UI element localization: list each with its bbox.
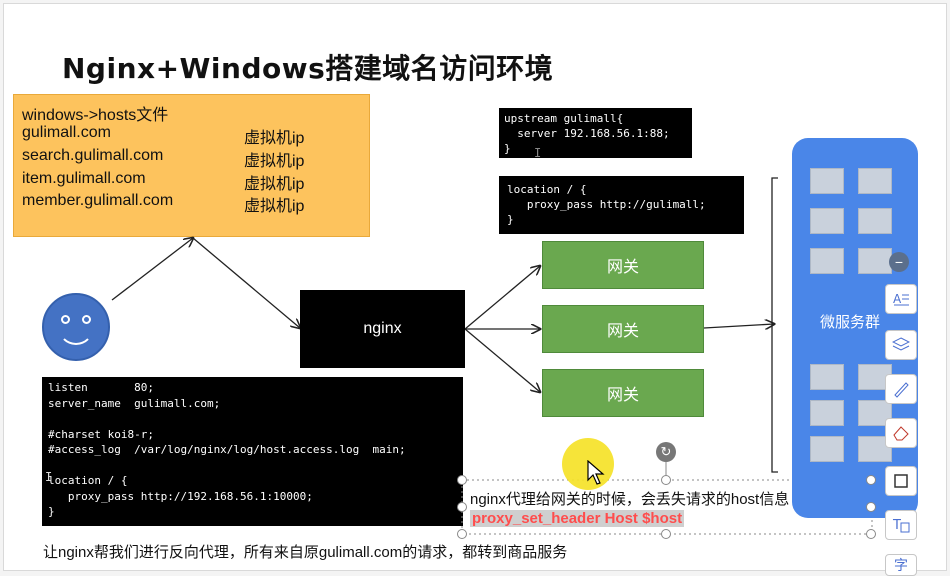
hosts-entry-domain: gulimall.com [22,124,111,141]
svg-text:T: T [892,518,901,533]
microservices-bracket [771,177,778,473]
resize-handle[interactable] [661,475,671,485]
service-block [810,168,844,194]
upstream-code-block: upstream gulimall{ server 192.168.56.1:8… [499,108,692,158]
resize-handle[interactable] [866,502,876,512]
text-cursor-icon: I [534,146,542,160]
hosts-entry-ip: 虚拟机ip [244,130,305,147]
smiley-eye-left [61,315,70,324]
microservices-label: 微服务群 [820,314,881,331]
gateway-box-3: 网关 [542,369,704,417]
gateway-box-1: 网关 [542,241,704,289]
smiley-mouth [58,325,94,345]
note-proxy-set-header: proxy_set_header Host $host [470,510,685,527]
microservices-cluster [792,138,918,518]
annotation-toolbar: A T 字 [883,250,919,576]
layers-icon[interactable] [885,330,917,360]
resize-handle[interactable] [457,529,467,539]
collapse-toolbar-icon[interactable]: − [889,252,909,272]
hosts-entry-ip: 虚拟机ip [244,198,305,215]
hosts-entry-ip: 虚拟机ip [244,176,305,193]
resize-handle[interactable] [661,529,671,539]
arrow-user-to-hosts [111,238,193,301]
arrow-nginx-to-gateway-1 [464,266,540,330]
resize-handle[interactable] [866,529,876,539]
slide-title: Nginx+Windows搭建域名访问环境 [62,52,554,85]
gateway-box-2: 网关 [542,305,704,353]
service-block [810,364,844,390]
text-box-icon[interactable]: T [885,510,917,540]
pen-icon[interactable] [885,374,917,404]
hosts-entry-domain: item.gulimall.com [22,170,146,187]
rotate-handle-icon[interactable]: ↻ [656,442,676,462]
service-block [858,248,892,274]
service-block [810,436,844,462]
arrow-hosts-to-nginx [192,237,300,328]
hosts-entry-ip: 虚拟机ip [244,153,305,170]
server-code-block: listen 80; server_name gulimall.com; #ch… [42,377,463,526]
smiley-eye-right [82,315,91,324]
hosts-box-title: windows->hosts文件 [22,107,169,124]
service-block [810,400,844,426]
frame-icon[interactable] [885,466,917,496]
service-block [858,208,892,234]
text-cursor-icon: I [45,470,53,484]
hosts-entry-domain: search.gulimall.com [22,147,164,164]
text-align-icon[interactable]: A [885,284,917,314]
service-block [810,248,844,274]
eraser-icon[interactable] [885,418,917,448]
resize-handle[interactable] [866,475,876,485]
char-icon[interactable]: 字 [885,554,917,576]
resize-handle[interactable] [457,502,467,512]
bottom-caption: 让nginx帮我们进行反向代理，所有来自原gulimall.com的请求，都转到… [43,544,568,561]
arrow-gateways-to-microservices [703,324,774,328]
mouse-pointer-icon [587,460,605,485]
arrow-nginx-to-gateway-3 [464,328,540,392]
note-host-lost: nginx代理给网关的时候，会丢失请求的host信息 [470,491,790,508]
service-block [810,208,844,234]
resize-handle[interactable] [457,475,467,485]
svg-text:A: A [893,292,902,306]
hosts-entry-domain: member.gulimall.com [22,192,174,209]
service-block [858,168,892,194]
user-smiley-icon [42,293,110,361]
location-code-block: location / { proxy_pass http://gulimall;… [499,176,744,234]
nginx-box: nginx [300,290,465,368]
